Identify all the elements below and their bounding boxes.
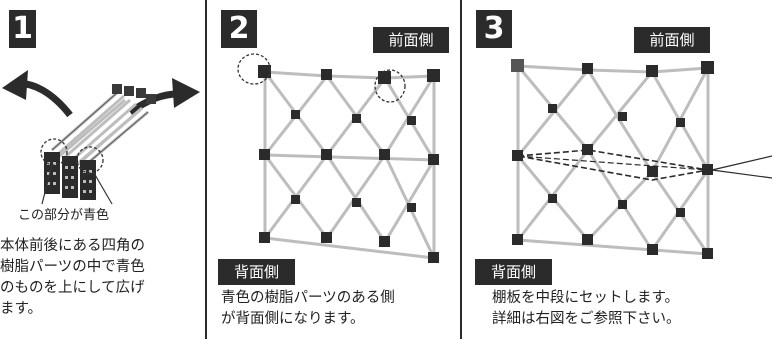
blue-part-circle-2 <box>76 146 104 174</box>
front-side-label: 前面側 <box>373 27 449 53</box>
front-side-label: 前面側 <box>634 27 710 53</box>
step-1-line-4: ます。 <box>0 301 43 317</box>
blue-part-circle-left <box>237 53 271 85</box>
folded-frame-illustration <box>2 70 200 205</box>
panel-divider-2 <box>460 0 462 339</box>
step-2-line-2: が背面側になります。 <box>221 311 365 327</box>
step-1-line-2: 樹脂パーツの中で青色 <box>0 259 145 275</box>
step-2-line-1: 青色の樹脂パーツのある側 <box>221 290 395 306</box>
step-3-line-2: 詳細は右図をご参照下さい。 <box>492 311 681 327</box>
panel-divider-1 <box>205 0 207 339</box>
step-3-panel: 3 前面側 <box>462 0 772 339</box>
step-2-panel: 2 前面側 <box>207 0 460 339</box>
spread-right-arrow-head <box>172 78 200 108</box>
step-1-panel: 1 <box>0 0 205 339</box>
step-2-description: 青色の樹脂パーツのある側 が背面側になります。 <box>221 288 457 330</box>
step-3-number: 3 <box>476 10 512 48</box>
step-3-description: 棚板を中段にセットします。 詳細は右図をご参照下さい。 <box>492 288 762 330</box>
step-1-number: 1 <box>9 10 36 48</box>
step-1-line-1: 本体前後にある四角の <box>0 238 145 254</box>
step-1-description: 本体前後にある四角の 樹脂パーツの中で青色 のものを上にして広げ ます。 <box>0 236 205 320</box>
blue-part-circle-right <box>374 69 406 103</box>
expanded-frame-back-view <box>237 53 440 263</box>
blue-part-callout: この部分が青色 <box>18 208 110 223</box>
step-1-line-3: のものを上にして広げ <box>0 280 145 296</box>
spread-left-arrow-head <box>2 70 28 100</box>
step-2-number: 2 <box>221 10 257 48</box>
blue-part-circle-1 <box>40 138 68 166</box>
shelf-outline <box>517 149 709 181</box>
expanded-frame-with-shelf <box>511 59 772 259</box>
back-side-label: 背面側 <box>218 259 295 285</box>
back-side-label: 背面側 <box>475 259 552 285</box>
step-3-line-1: 棚板を中段にセットします。 <box>492 290 680 306</box>
